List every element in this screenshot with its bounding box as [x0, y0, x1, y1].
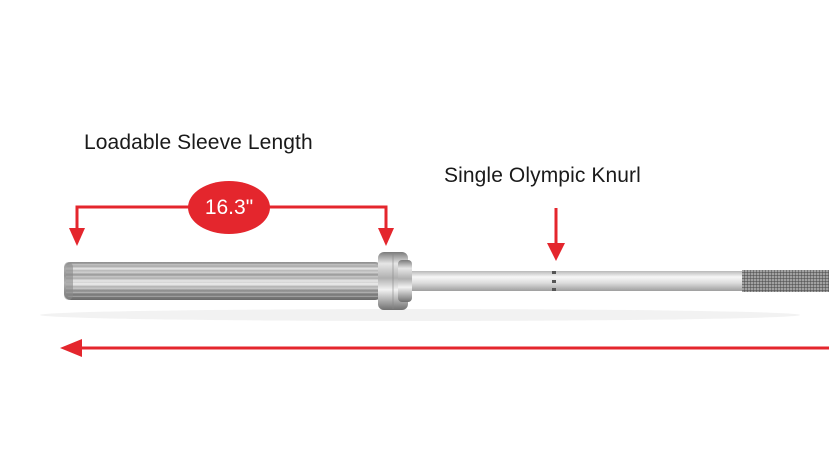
- knurl-mark-mid: [552, 280, 556, 283]
- bracket-arrowhead-left: [69, 228, 85, 246]
- sleeve-grooves: [66, 264, 380, 298]
- overall-length-arrowhead: [60, 339, 82, 357]
- bar-shadow: [40, 309, 800, 321]
- knurl-label: Single Olympic Knurl: [444, 164, 641, 187]
- sleeve-end-cap: [64, 262, 73, 300]
- sleeve-length-label: Loadable Sleeve Length: [84, 131, 313, 154]
- knurl-arrowhead: [547, 243, 565, 261]
- bracket-arrowhead-right: [378, 228, 394, 246]
- knurl-mark-top: [552, 271, 556, 274]
- sleeve-length-value: 16.3": [204, 195, 254, 219]
- shaft: [404, 271, 744, 291]
- sleeve-length-badge: 16.3": [188, 181, 270, 234]
- knurl-mark-bottom: [552, 288, 556, 291]
- knurl-section: [742, 270, 829, 292]
- collar-ring: [398, 260, 412, 302]
